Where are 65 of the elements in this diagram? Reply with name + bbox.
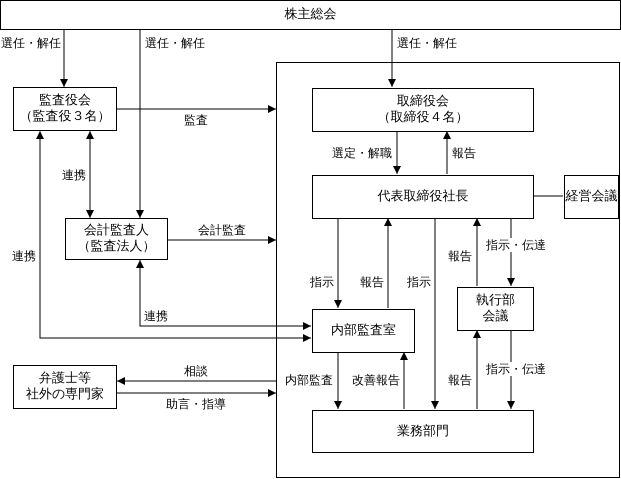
arrow	[86, 130, 94, 218]
process-box	[13, 365, 117, 409]
node-text: （監査法人）	[78, 239, 156, 255]
process-box	[457, 287, 534, 331]
edge-label: 報告	[448, 373, 472, 387]
arrow	[431, 218, 439, 410]
node-text: 業務部門	[397, 424, 449, 440]
node-text: 弁護士等	[39, 371, 91, 387]
edge-label: 改善報告	[352, 373, 400, 387]
edge-label: 報告	[448, 249, 472, 263]
arrow	[400, 352, 408, 410]
edge-label: 会計監査	[198, 223, 246, 237]
edge-label: 連携	[144, 309, 168, 323]
node-text: 取締役会	[397, 94, 449, 110]
arrow	[443, 130, 451, 174]
arrow	[384, 218, 392, 308]
edge-label: 内部監査	[285, 373, 333, 387]
edge-label: 指示・伝達	[486, 238, 546, 252]
arrow	[393, 130, 401, 174]
edge-label: 連携	[62, 168, 86, 182]
process-box	[312, 410, 534, 453]
edge-label: 選任・解任	[1, 36, 61, 50]
arrow	[473, 218, 481, 286]
edge-label: 選任・解任	[397, 36, 457, 50]
node-text: 経営会議	[566, 189, 618, 205]
edge-label: 指示・伝達	[486, 362, 546, 376]
process-box	[312, 175, 534, 219]
process-box	[65, 218, 168, 260]
node-text: 執行部会議	[476, 293, 515, 325]
node-text: 内部監査室	[331, 323, 396, 339]
arrow	[334, 352, 342, 410]
arrow	[473, 330, 481, 410]
edge-label: 相談	[184, 364, 208, 378]
edge-label: 選定・解職	[332, 146, 392, 160]
arrow	[36, 130, 312, 342]
arrow	[116, 105, 276, 113]
edge-label: 報告	[360, 275, 384, 289]
node-text: （監査役３名）	[20, 109, 110, 125]
frame-box	[276, 62, 620, 478]
process-box	[13, 87, 117, 131]
arrow	[136, 30, 144, 218]
arrow	[116, 377, 276, 385]
arrow	[168, 236, 276, 244]
edge-label: 助言・指導	[166, 397, 226, 411]
edge-label: 指示	[407, 275, 431, 289]
edge-label: 報告	[452, 146, 476, 160]
arrow	[388, 30, 396, 88]
node-text: 監査役会	[39, 93, 91, 109]
node-text: 株主総会	[284, 7, 336, 23]
node-text: 会計監査人	[84, 223, 149, 239]
process-box	[312, 88, 534, 132]
process-box	[312, 309, 415, 353]
arrow	[136, 260, 312, 330]
edge-label: 選任・解任	[145, 36, 205, 50]
arrow	[334, 218, 342, 308]
node-text: 社外の専門家	[26, 387, 104, 403]
node-text: （取締役４名）	[378, 110, 468, 126]
node-text: 代表取締役社長	[378, 189, 468, 205]
edge-label: 指示	[310, 275, 334, 289]
process-box	[0, 0, 621, 30]
edge-label: 連携	[12, 249, 36, 263]
arrow	[60, 30, 68, 88]
arrow	[116, 389, 276, 397]
edge-label: 監査	[184, 113, 208, 127]
process-box	[564, 175, 619, 219]
